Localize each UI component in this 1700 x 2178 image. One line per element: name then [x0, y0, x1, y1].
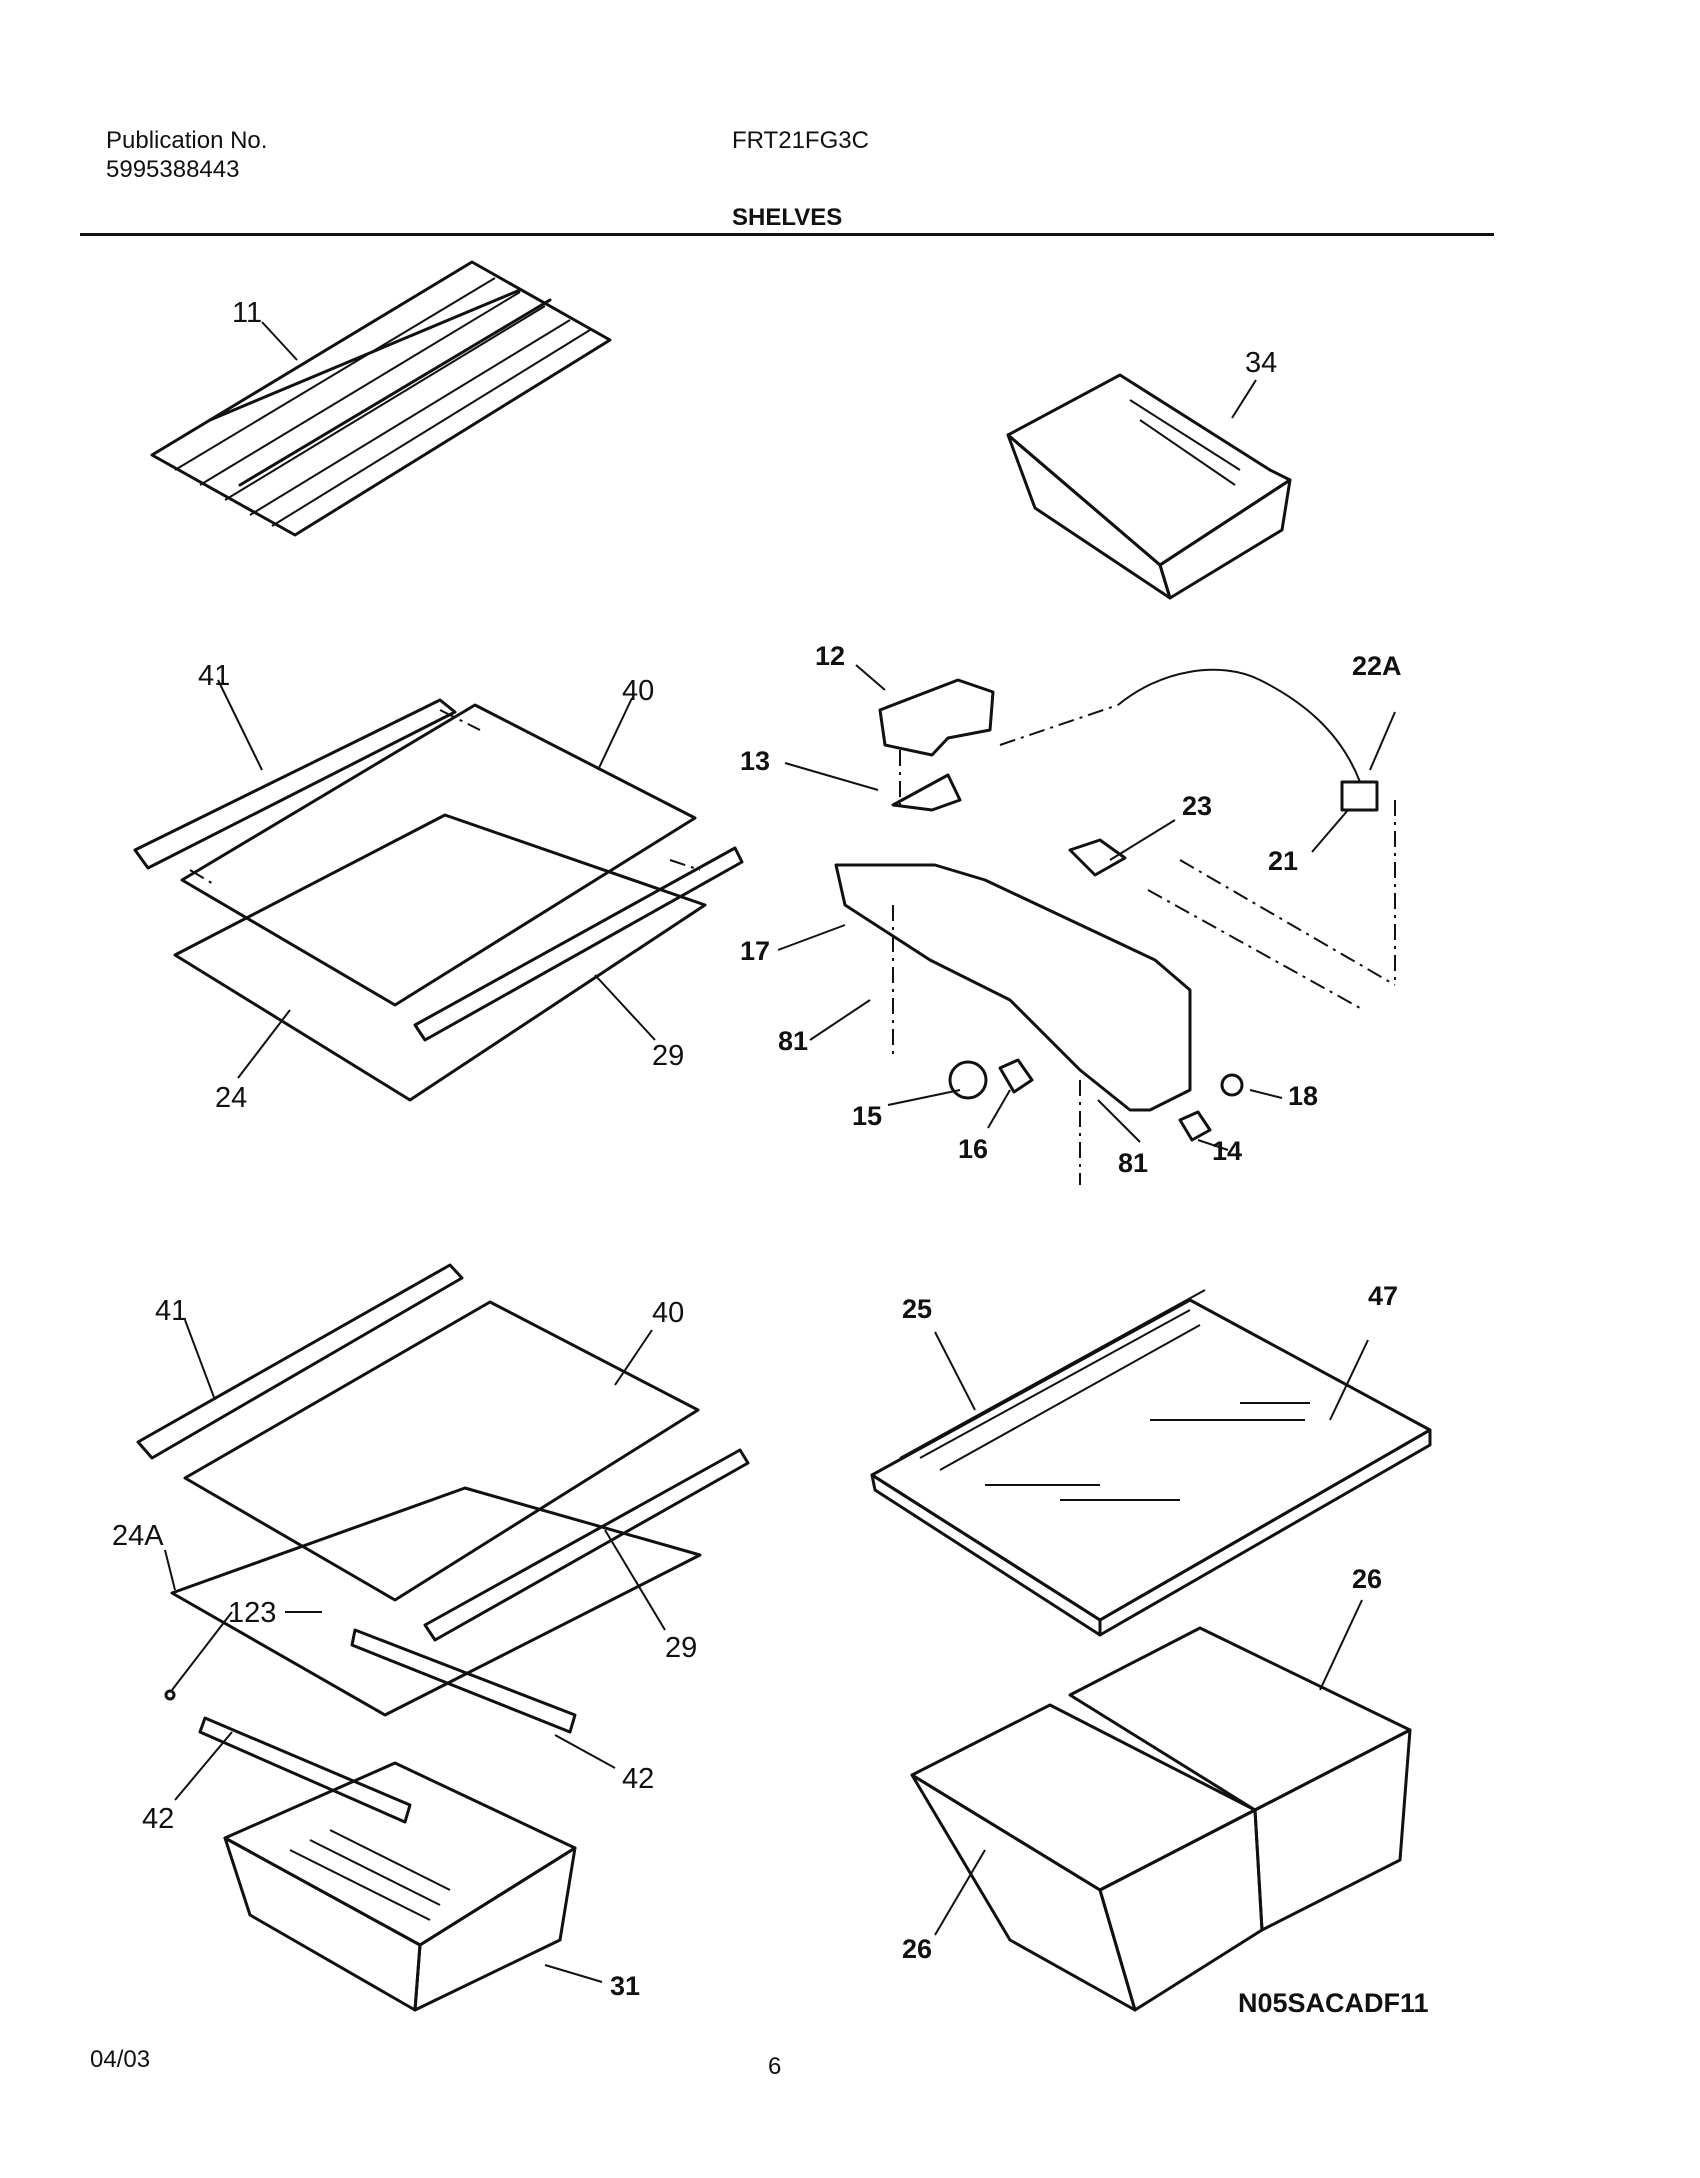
callout-23: 23 — [1182, 791, 1212, 821]
leader-24A — [164, 1549, 176, 1591]
callout-13: 13 — [740, 746, 770, 776]
callout-17: 17 — [740, 936, 770, 966]
callout-81a: 81 — [778, 1026, 808, 1056]
leader-47 — [1329, 1339, 1369, 1421]
leader-42b — [174, 1731, 233, 1801]
section-title: SHELVES — [732, 204, 843, 231]
callout-15: 15 — [852, 1101, 882, 1131]
callout-11: 11 — [232, 297, 262, 329]
callout-16: 16 — [958, 1134, 988, 1164]
header-rule — [80, 233, 1494, 236]
callout-22A: 22A — [1352, 651, 1402, 681]
crisper-pan-small — [1006, 373, 1292, 600]
callout-14: 14 — [1212, 1136, 1242, 1166]
callout-42b: 42 — [142, 1803, 174, 1835]
leader-29a — [594, 974, 656, 1041]
leader-25 — [934, 1331, 976, 1411]
leader-17 — [777, 924, 846, 951]
leader-18 — [1249, 1089, 1283, 1099]
page-number: 6 — [768, 2053, 782, 2080]
callout-123: 123 — [228, 1597, 276, 1629]
callout-31: 31 — [610, 1971, 640, 2001]
callout-18: 18 — [1288, 1081, 1318, 1111]
leader-22A — [1369, 711, 1396, 771]
footer-date: 04/03 — [90, 2046, 151, 2073]
callout-41: 41 — [198, 660, 230, 692]
leader-16 — [987, 1089, 1011, 1129]
leader-29b — [604, 1529, 666, 1631]
leader-13 — [784, 762, 879, 791]
callout-26b: 26 — [902, 1934, 932, 1964]
leader-41a — [217, 679, 263, 771]
leader-123-b — [171, 1611, 233, 1691]
callout-29: 29 — [652, 1040, 684, 1072]
callout-24: 24 — [215, 1082, 247, 1114]
callout-41-lower: 41 — [155, 1295, 187, 1327]
callout-21: 21 — [1268, 846, 1298, 876]
callout-40: 40 — [622, 675, 654, 707]
callout-29-lower: 29 — [665, 1632, 697, 1664]
callout-26a: 26 — [1352, 1564, 1382, 1594]
callout-42a: 42 — [622, 1763, 654, 1795]
leader-26a — [1319, 1599, 1363, 1691]
leader-14 — [1197, 1139, 1229, 1151]
leader-24 — [237, 1009, 291, 1079]
leader-34 — [1231, 379, 1257, 419]
leader-23 — [1109, 819, 1176, 861]
callout-47: 47 — [1368, 1281, 1398, 1311]
leader-21 — [1311, 809, 1349, 853]
leader-11 — [261, 321, 298, 361]
leader-15 — [887, 1089, 961, 1106]
callout-40-lower: 40 — [652, 1297, 684, 1329]
leader-81b — [1097, 1099, 1141, 1143]
crisper-cover-and-pans — [870, 1289, 1432, 2012]
wire-shelf — [150, 260, 612, 537]
upper-glass-shelf — [133, 698, 744, 1102]
callout-34: 34 — [1245, 347, 1277, 379]
leader-31 — [544, 1964, 603, 1983]
leader-42a — [554, 1734, 616, 1769]
drawing-code: N05SACADF11 — [1238, 1988, 1429, 2018]
leader-81a — [809, 999, 871, 1041]
leader-41b — [184, 1319, 216, 1401]
lower-glass-shelf — [136, 1263, 750, 2012]
leader-40a — [597, 697, 633, 771]
light-housing-assembly — [834, 668, 1396, 1185]
model-number: FRT21FG3C — [732, 127, 869, 154]
callout-81b: 81 — [1118, 1148, 1148, 1178]
leader-26b — [934, 1849, 986, 1936]
publication-number: 5995388443 — [106, 156, 240, 183]
leader-12 — [855, 664, 886, 691]
callout-24A: 24A — [112, 1520, 164, 1552]
leader-40b — [614, 1329, 653, 1386]
callout-12: 12 — [815, 641, 845, 671]
publication-label: Publication No. — [106, 127, 268, 154]
callout-25: 25 — [902, 1294, 932, 1324]
